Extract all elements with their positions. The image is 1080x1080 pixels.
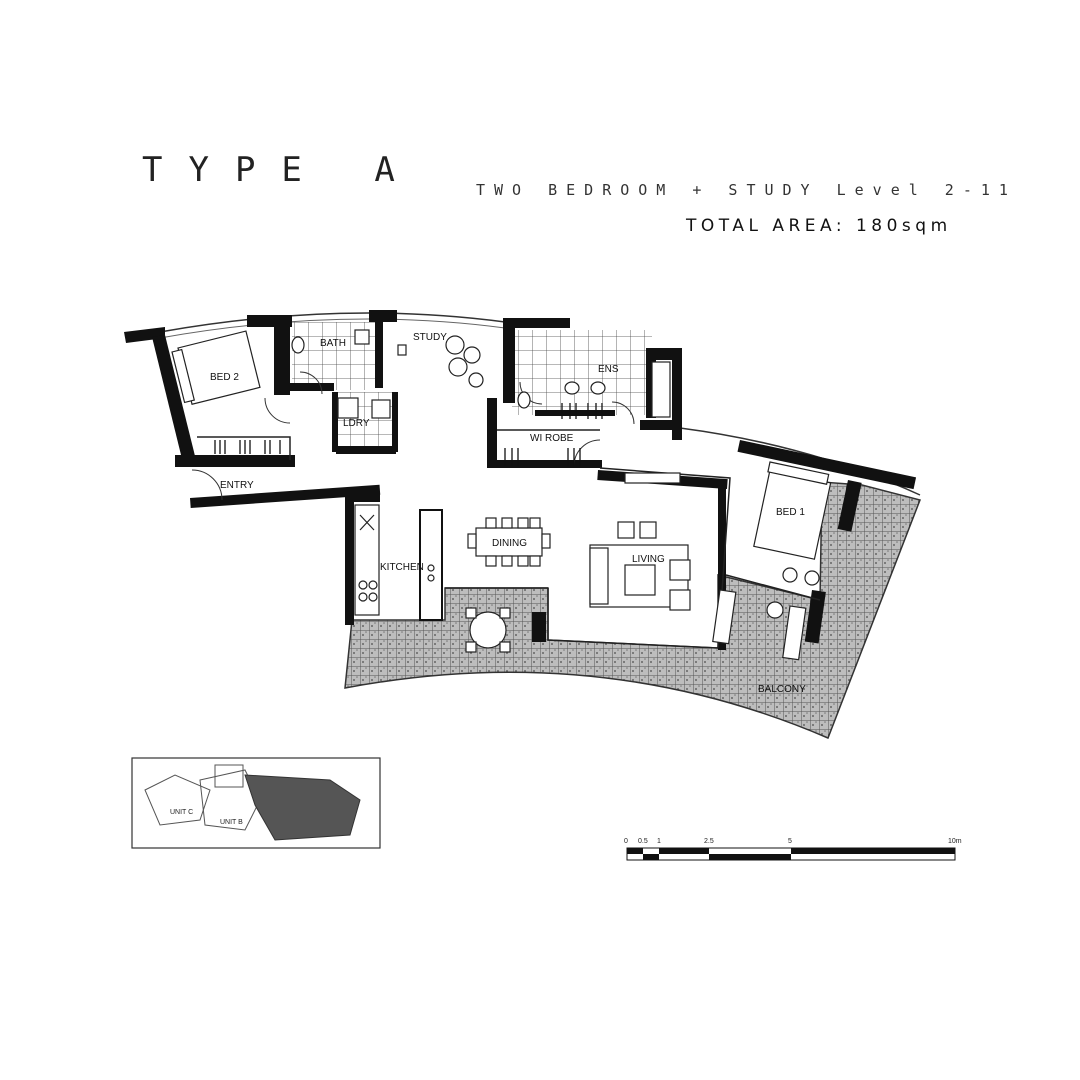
north-facade-glazing <box>159 312 506 333</box>
balcony-paving <box>344 481 922 739</box>
room-label-study: STUDY <box>413 332 447 343</box>
bed-2-furniture <box>171 330 261 406</box>
room-label-living: LIVING <box>632 554 665 565</box>
partitions <box>197 429 821 649</box>
room-label-bed-1: BED 1 <box>776 507 805 518</box>
bed-1-furniture <box>753 461 832 586</box>
room-label-laundry: LDRY <box>343 418 370 429</box>
study-furniture <box>445 335 484 388</box>
room-label-balcony: BALCONY <box>758 684 806 695</box>
total-area: TOTAL AREA: 180sqm <box>686 216 952 236</box>
kitchen-fittings <box>354 504 435 616</box>
living-furniture <box>589 472 691 611</box>
walls <box>124 310 917 650</box>
scale-tick-5: 5 <box>788 838 792 845</box>
room-label-dining: DINING <box>492 538 527 549</box>
scale-tick-10m: 10m <box>948 838 962 845</box>
scale-tick-0: 0 <box>624 838 628 845</box>
scale-tick-0-5: 0.5 <box>638 838 648 845</box>
plan-subtitle: TWO BEDROOM + STUDY Level 2-11 <box>476 181 1017 199</box>
room-label-bath: BATH <box>320 338 346 349</box>
plan-title: TYPE A <box>142 150 421 190</box>
key-plan-unit-c: UNIT C <box>170 809 193 816</box>
room-label-ens: ENS <box>598 364 619 375</box>
dining-table <box>467 517 551 567</box>
key-plan: UNIT C UNIT B <box>131 757 381 849</box>
north-facade-glazing-inner <box>159 318 506 339</box>
room-label-bed-2: BED 2 <box>210 372 239 383</box>
balcony-furniture <box>465 589 807 661</box>
scale-bar: 0 0.5 1 2.5 5 10m <box>624 838 962 861</box>
room-label-wi-robe: WI ROBE <box>530 433 574 444</box>
scale-tick-1: 1 <box>657 838 661 845</box>
wardrobe-rails <box>214 403 603 466</box>
key-plan-unit-b: UNIT B <box>220 819 243 826</box>
room-label-kitchen: KITCHEN <box>380 562 424 573</box>
ens-tiling <box>512 330 652 415</box>
wet-fixtures <box>291 329 671 419</box>
scale-tick-2-5: 2.5 <box>704 838 714 845</box>
room-label-entry: ENTRY <box>220 480 254 491</box>
